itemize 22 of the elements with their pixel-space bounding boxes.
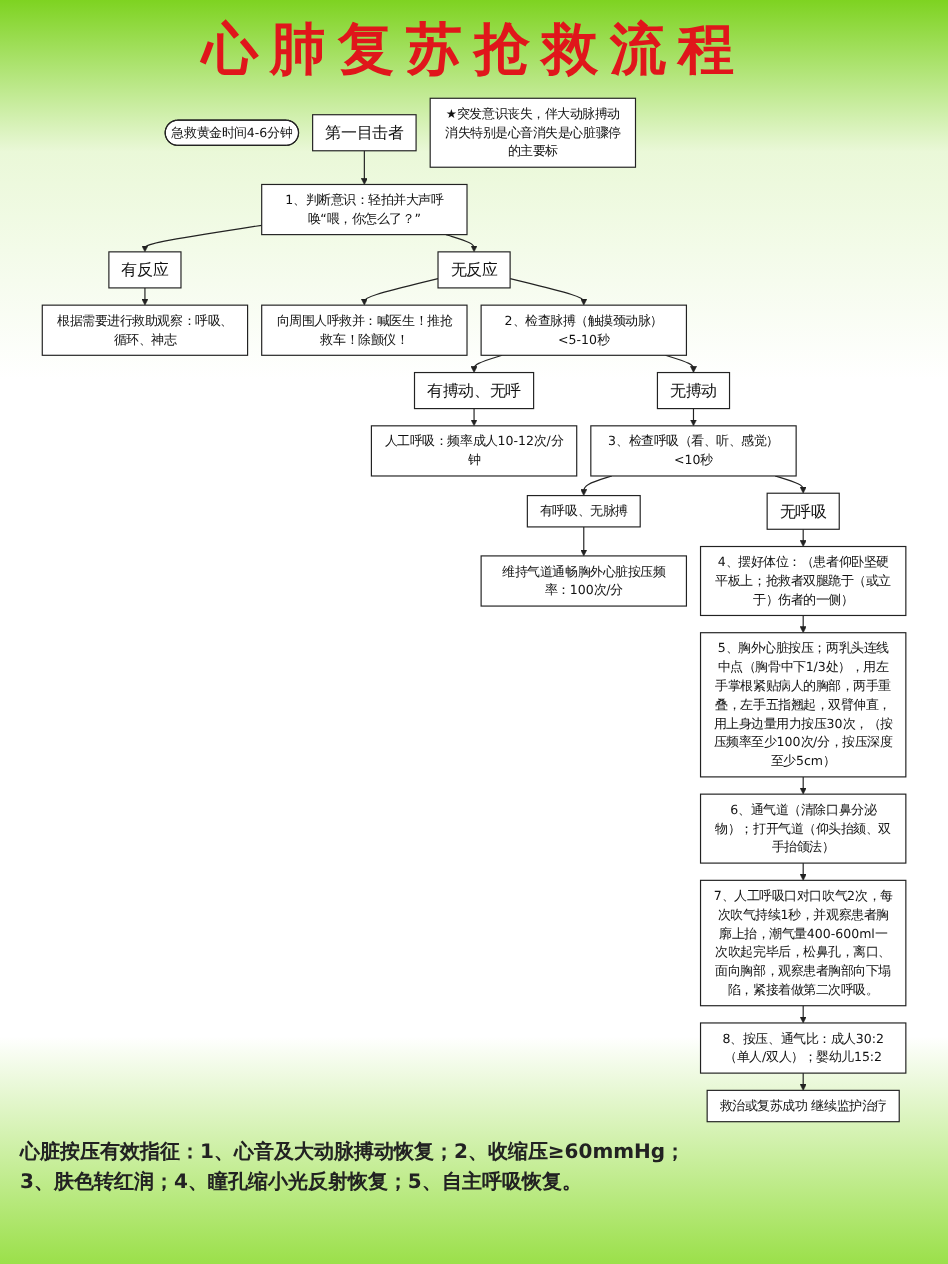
arrow bbox=[664, 354, 697, 373]
arrow bbox=[141, 224, 263, 253]
arrow bbox=[774, 475, 807, 494]
arrow bbox=[799, 776, 807, 795]
arrow bbox=[799, 528, 807, 547]
arrow bbox=[799, 1005, 807, 1024]
arrow bbox=[799, 862, 807, 881]
arrow bbox=[509, 278, 588, 306]
arrow bbox=[580, 475, 613, 496]
arrow bbox=[689, 408, 697, 427]
arrow bbox=[445, 234, 478, 253]
arrow bbox=[470, 408, 478, 427]
arrow bbox=[141, 287, 149, 306]
arrow bbox=[799, 1072, 807, 1091]
arrow bbox=[580, 526, 588, 557]
note-text: 3、肤色转红润；4、瞳孔缩小光反射恢复；5、自主呼吸恢复。 bbox=[20, 1168, 584, 1196]
arrow bbox=[470, 354, 503, 373]
arrow bbox=[360, 278, 439, 306]
arrow bbox=[799, 614, 807, 633]
title: 心肺复苏抢救流程 bbox=[198, 14, 748, 86]
note-text: 心脏按压有效指征：1、心音及大动脉搏动恢复；2、收缩压≥60mmHg； bbox=[20, 1138, 688, 1166]
arrow bbox=[360, 150, 368, 185]
